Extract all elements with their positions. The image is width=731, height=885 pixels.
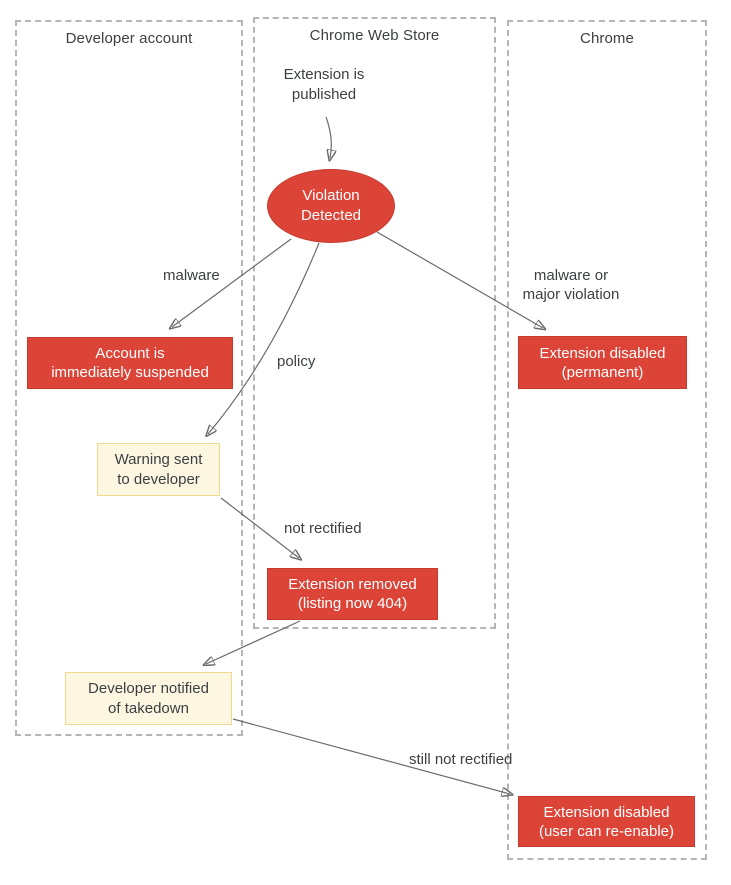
edge-label-line: malware or [533,267,609,284]
node-extension-disabled-user: Extension disabled (user can re-enable) [518,796,695,847]
edge-label-line: major violation [522,286,620,303]
edge-label-malware: malware [163,267,220,284]
lane-title-developer-account: Developer account [65,30,193,47]
node-text-line: published [291,85,357,103]
node-extension-disabled-permanent: Extension disabled (permanent) [518,336,687,389]
node-text-line: (listing now 404) [297,595,408,612]
node-text-line: to developer [117,470,200,488]
node-text-line: Warning sent [114,450,203,468]
edge-label-malware-or-major-violation: malware or major violation [505,266,637,304]
node-text-line: Extension disabled [539,344,666,362]
node-text-line: (permanent) [561,363,644,381]
node-warning-sent: Warning sent to developer [97,443,220,496]
node-account-suspended: Account is immediately suspended [27,337,233,389]
node-text-line: Detected [300,207,362,224]
node-extension-published: Extension is published [259,63,389,106]
node-developer-notified: Developer notified of takedown [65,672,232,725]
node-text-line: (user can re-enable) [538,822,675,840]
node-extension-removed: Extension removed (listing now 404) [267,568,438,620]
node-text-line: Extension removed [288,576,417,593]
node-text-line: immediately suspended [51,364,209,381]
node-violation-detected: Violation Detected [267,169,395,243]
node-text-line: Violation [302,187,360,204]
node-text-line: Developer notified [88,679,209,697]
node-text-line: of takedown [108,699,189,717]
edge-label-not-rectified: not rectified [284,520,362,537]
lane-title-chrome-web-store: Chrome Web Store [309,27,440,44]
edge-label-policy: policy [277,353,316,370]
lane-chrome: Chrome [507,20,707,860]
node-text-line: Extension is [283,65,365,83]
lane-title-chrome: Chrome [580,30,634,47]
edge-label-still-not-rectified: still not rectified [409,751,513,768]
node-text-line: Extension disabled [543,803,670,821]
node-text-line: Account is [95,345,165,362]
